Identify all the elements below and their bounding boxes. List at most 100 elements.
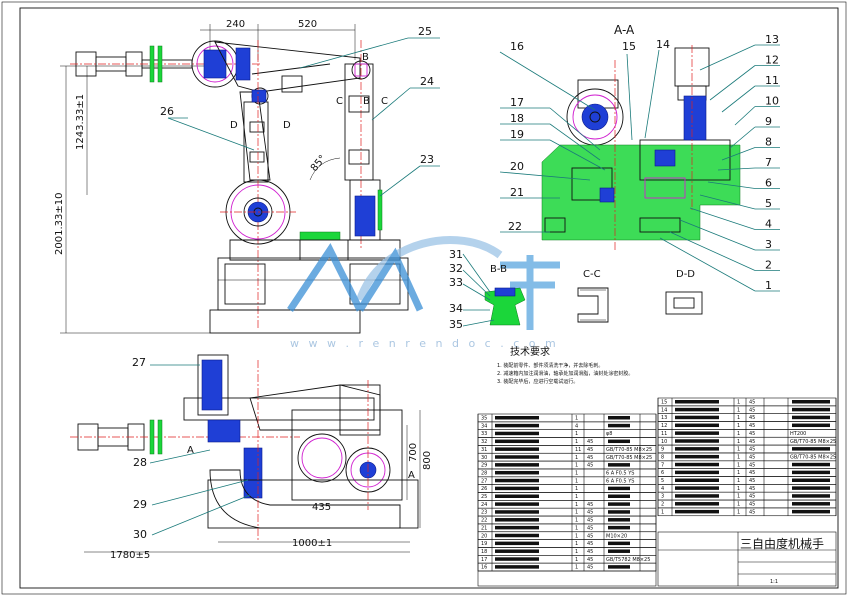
main-elevation-view: 240 520 2001.33±10 1243.33±1 B xyxy=(54,19,409,334)
bom-left-qty: 1 xyxy=(575,478,578,484)
bom-left-mat: 45 xyxy=(587,463,593,469)
main-leaders: 25 24 26 23 xyxy=(160,25,440,197)
bom-left-mat: 45 xyxy=(587,439,593,445)
dim-520: 520 xyxy=(298,19,317,30)
bom-left-mat: 45 xyxy=(587,549,593,555)
part-31: 31 xyxy=(449,248,463,261)
part-30: 30 xyxy=(133,528,147,541)
label-c2: C xyxy=(381,96,388,107)
bom-right-qty: 1 xyxy=(737,415,740,421)
part-10: 10 xyxy=(765,95,779,108)
bom-right-qty: 1 xyxy=(737,502,740,508)
part-28: 28 xyxy=(133,456,147,469)
dim-angle-85: 85° xyxy=(309,153,329,174)
part-20: 20 xyxy=(510,160,524,173)
bom-left-spec: 6 A F0.5 YS xyxy=(606,470,634,476)
bom-right-no: 14 xyxy=(661,407,667,413)
bom-left-qty: 1 xyxy=(575,565,578,571)
bom-left-qty: 1 xyxy=(575,549,578,555)
bom-right-no: 3 xyxy=(661,494,664,500)
part-23: 23 xyxy=(420,153,434,166)
dim-700: 700 xyxy=(408,443,419,462)
bom-right-qty: 1 xyxy=(737,400,740,406)
dim-1243: 1243.33±1 xyxy=(75,94,86,150)
bom-right-mat: 45 xyxy=(749,494,755,500)
bom-left-no: 22 xyxy=(481,518,487,524)
tech-req-title: 技术要求 xyxy=(510,345,550,358)
bom-right-mat: 45 xyxy=(749,431,755,437)
part-25: 25 xyxy=(418,25,432,38)
bom-right-spec: HT200 xyxy=(790,431,806,437)
bom-right-no: 10 xyxy=(661,439,667,445)
bom-left-no: 26 xyxy=(481,486,487,492)
bom-left-qty: 1 xyxy=(575,510,578,516)
part-33: 33 xyxy=(449,276,463,289)
part-8: 8 xyxy=(765,136,772,149)
bom-right-mat: 45 xyxy=(749,478,755,484)
bom-left-no: 20 xyxy=(481,533,487,539)
bom-left-qty: 1 xyxy=(575,470,578,476)
bom-right-qty: 1 xyxy=(737,470,740,476)
bom-left-spec: GB/T70-85 M8×25 xyxy=(606,455,652,461)
bom-right-qty: 1 xyxy=(737,462,740,468)
bom-left-no: 35 xyxy=(481,416,487,422)
bom-right-no: 6 xyxy=(661,470,664,476)
part-4: 4 xyxy=(765,218,772,231)
part-14: 14 xyxy=(656,38,670,51)
bom-left-qty: 1 xyxy=(575,463,578,469)
bom-right-no: 13 xyxy=(661,415,667,421)
dim-240: 240 xyxy=(226,19,245,30)
bom-left-mat: 45 xyxy=(587,502,593,508)
part-32: 32 xyxy=(449,262,463,275)
dim-1000: 1000±1 xyxy=(292,538,332,549)
bom-left-qty: 1 xyxy=(575,541,578,547)
bom-left-qty: 1 xyxy=(575,486,578,492)
label-d2: D xyxy=(283,120,291,131)
label-b-top: B xyxy=(362,52,369,63)
bom-left-qty: 1 xyxy=(575,518,578,524)
bom-right-qty: 1 xyxy=(737,494,740,500)
bom-left-qty: 1 xyxy=(575,502,578,508)
bom-right-mat: 45 xyxy=(749,502,755,508)
bom-right-no: 12 xyxy=(661,423,667,429)
bom-left-mat: 45 xyxy=(587,533,593,539)
bom-left-mat: 45 xyxy=(587,565,593,571)
section-aa-view: A-A xyxy=(541,23,741,250)
bom-left-mat: 45 xyxy=(587,525,593,531)
watermark-url: w w w . r e n r e n d o c . c o m xyxy=(290,337,559,350)
section-cc-view: C-C xyxy=(577,269,609,323)
tech-req-3: 3. 装配完毕后，应进行空载试运行。 xyxy=(497,378,578,385)
bom-right-mat: 45 xyxy=(749,423,755,429)
bom-left-spec: φ8 xyxy=(606,431,612,437)
bom-left-no: 21 xyxy=(481,525,487,531)
bom-left-no: 19 xyxy=(481,541,487,547)
watermark: w w w . r e n r e n d o c . c o m xyxy=(287,236,560,350)
bom-right-no: 11 xyxy=(661,431,667,437)
bom-left-no: 29 xyxy=(481,463,487,469)
part-19: 19 xyxy=(510,128,524,141)
bom-right-mat: 45 xyxy=(749,447,755,453)
section-bb-view: B-B 31 32 33 34 35 xyxy=(449,248,526,331)
label-c1: C xyxy=(336,96,343,107)
bom-left-no: 25 xyxy=(481,494,487,500)
bom-right-no: 1 xyxy=(661,509,664,515)
bom-left-qty: 1 xyxy=(575,525,578,531)
dim-435: 435 xyxy=(312,502,331,513)
bom-left-no: 34 xyxy=(481,423,487,429)
part-34: 34 xyxy=(449,302,463,315)
part-13: 13 xyxy=(765,33,779,46)
part-7: 7 xyxy=(765,156,772,169)
bom-left-no: 27 xyxy=(481,478,487,484)
bom-right-qty: 1 xyxy=(737,454,740,460)
bom-left-no: 30 xyxy=(481,455,487,461)
bom-left-no: 23 xyxy=(481,510,487,516)
bom-right-mat: 45 xyxy=(749,415,755,421)
bom-right-qty: 1 xyxy=(737,407,740,413)
part-21: 21 xyxy=(510,186,524,199)
bom-right-spec: GB/T70-85 M8×25 xyxy=(790,439,836,445)
label-bb: B-B xyxy=(490,264,507,275)
dim-800: 800 xyxy=(422,451,433,470)
technical-requirements: 技术要求 1. 装配前零件、部件须清洗干净，并去除毛刺。 2. 减速箱内加注润滑… xyxy=(497,345,633,385)
